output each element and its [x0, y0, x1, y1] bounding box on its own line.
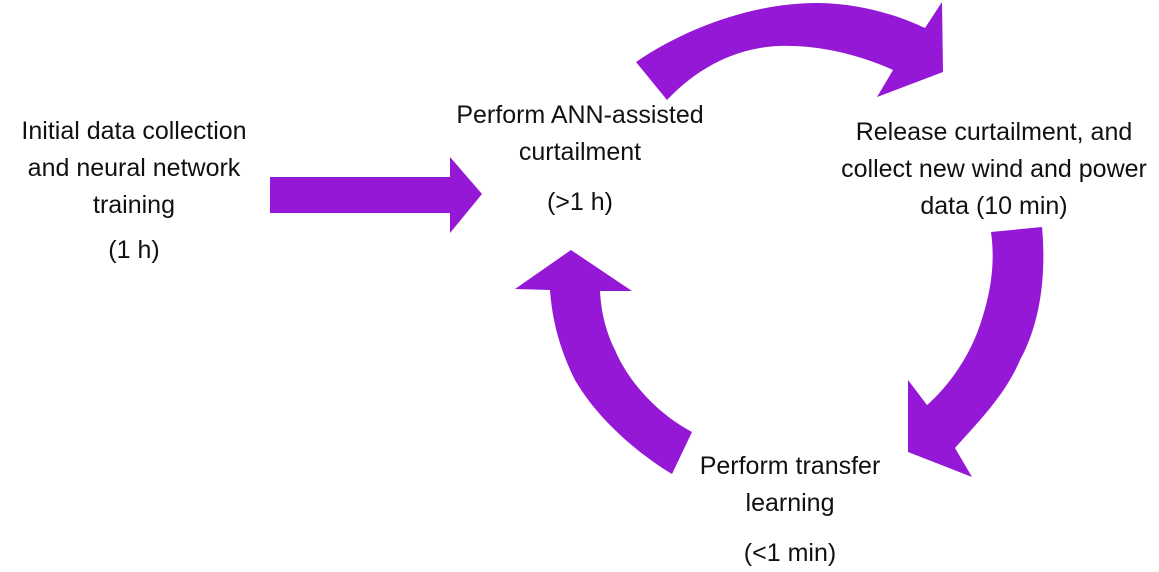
arrow-initial-to-curtail [270, 157, 482, 233]
arrow-transfer-to-curtail [515, 250, 692, 474]
step-ann-curtailment-duration: (>1 h) [546, 188, 613, 216]
step-initial-training: Initial data collection and neural netwo… [0, 113, 268, 269]
arrow-release-to-transfer [908, 227, 1044, 477]
step-ann-curtailment: Perform ANN-assisted curtailment (>1 h) [425, 97, 735, 221]
step-initial-training-label: Initial data collection and neural netwo… [21, 117, 247, 219]
arrow-curtail-to-release [636, 2, 943, 100]
step-transfer-learning-duration: (<1 min) [743, 539, 837, 567]
step-initial-training-duration: (1 h) [108, 236, 160, 264]
step-transfer-learning: Perform transfer learning (<1 min) [680, 448, 900, 572]
step-transfer-learning-label: Perform transfer learning [699, 452, 881, 517]
step-ann-curtailment-label: Perform ANN-assisted curtailment [456, 101, 704, 166]
step-release-collect-label: Release curtailment, and collect new win… [841, 118, 1147, 220]
step-release-collect: Release curtailment, and collect new win… [834, 114, 1154, 225]
